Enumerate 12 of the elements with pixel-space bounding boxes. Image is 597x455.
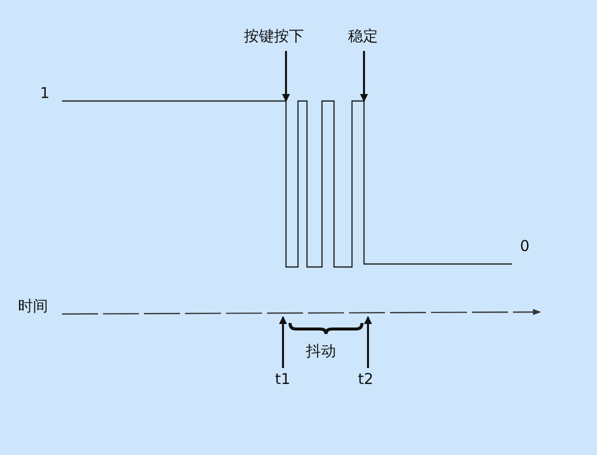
annotation-text: 抖动 xyxy=(306,342,336,360)
annotation-text: 稳定 xyxy=(348,27,378,45)
annotation-text: 按键按下 xyxy=(244,27,304,45)
time-marker-label: t2 xyxy=(358,370,374,388)
axis-label: 时间 xyxy=(18,297,48,315)
level-label: 1 xyxy=(40,84,50,102)
arrow xyxy=(279,316,287,368)
arrow xyxy=(364,316,372,368)
time-marker-label: t1 xyxy=(275,370,290,388)
arrow xyxy=(282,51,290,102)
arrow xyxy=(360,51,368,102)
level-label: 0 xyxy=(520,237,530,255)
